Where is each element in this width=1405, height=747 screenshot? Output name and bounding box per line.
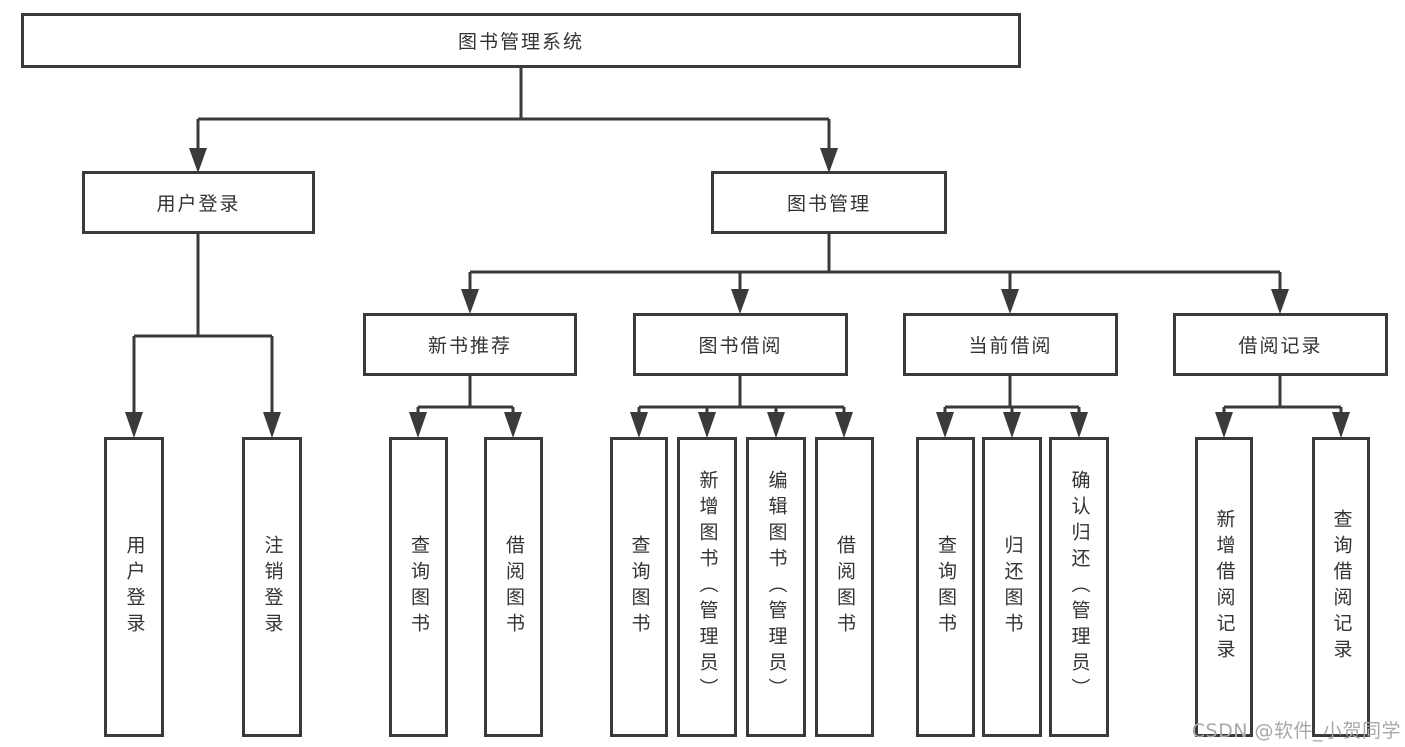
node-user-login: 用户登录: [82, 171, 315, 234]
leaf-user-login: 用户登录: [104, 437, 164, 737]
node-book-borrowing: 图书借阅: [633, 313, 848, 376]
leaf-label: 查询图书: [408, 535, 430, 639]
arrowhead: [698, 412, 716, 438]
node-new-book-recommendation: 新书推荐: [363, 313, 577, 376]
leaf-logout: 注销登录: [242, 437, 302, 737]
leaf-label: 用户登录: [123, 535, 146, 639]
arrowhead: [263, 412, 281, 438]
node-borrowing-records: 借阅记录: [1173, 313, 1388, 376]
leaf-borrow-books-2: 借阅图书: [815, 437, 874, 737]
connector-root-to-level2: [196, 68, 831, 150]
connector-currentborrow-to-leaves: [943, 376, 1081, 414]
connector-bookborrow-to-leaves: [637, 376, 846, 414]
leaf-label: 编辑图书（管理员）: [765, 470, 788, 704]
leaf-label: 借阅图书: [503, 535, 525, 639]
leaf-confirm-return-admin: 确认归还（管理员）: [1049, 437, 1109, 737]
arrowhead: [125, 412, 143, 438]
leaf-add-borrow-record: 新增借阅记录: [1195, 437, 1253, 737]
leaf-label: 查询图书: [628, 535, 651, 639]
connector-userlogin-to-leaves: [132, 234, 274, 414]
connector-bookmgmt-to-level3: [468, 234, 1282, 291]
leaf-label: 借阅图书: [834, 535, 856, 639]
arrowhead: [1215, 412, 1233, 438]
leaf-label: 确认归还（管理员）: [1068, 470, 1091, 704]
leaf-edit-book-admin: 编辑图书（管理员）: [746, 437, 806, 737]
arrowhead: [1070, 412, 1088, 438]
node-book-management: 图书管理: [711, 171, 947, 234]
leaf-add-book-admin: 新增图书（管理员）: [677, 437, 737, 737]
arrowhead: [731, 289, 749, 314]
arrowhead: [1003, 412, 1021, 438]
leaf-query-borrow-record: 查询借阅记录: [1312, 437, 1370, 737]
arrowhead: [820, 148, 838, 173]
node-current-borrowing: 当前借阅: [903, 313, 1118, 376]
arrowhead: [767, 412, 785, 438]
arrowhead: [1332, 412, 1350, 438]
arrowhead: [461, 289, 479, 314]
arrowhead: [409, 412, 427, 438]
leaf-return-book: 归还图书: [982, 437, 1042, 737]
arrowhead: [835, 412, 853, 438]
node-root: 图书管理系统: [21, 13, 1021, 68]
leaf-label: 注销登录: [261, 535, 284, 639]
arrowhead: [630, 412, 648, 438]
leaf-borrow-books-1: 借阅图书: [484, 437, 543, 737]
leaf-label: 新增借阅记录: [1213, 509, 1236, 665]
csdn-watermark: CSDN @软件_小贺同学: [1191, 720, 1401, 742]
arrowhead: [504, 412, 522, 438]
arrowhead: [1001, 289, 1019, 314]
leaf-query-books-2: 查询图书: [610, 437, 668, 737]
leaf-query-books-1: 查询图书: [389, 437, 448, 737]
leaf-label: 查询图书: [935, 535, 957, 639]
arrowhead: [1271, 289, 1289, 314]
leaf-query-books-3: 查询图书: [916, 437, 975, 737]
leaf-label: 查询借阅记录: [1330, 509, 1353, 665]
arrowhead: [189, 148, 207, 173]
connector-newbook-to-leaves: [416, 376, 515, 414]
leaf-label: 新增图书（管理员）: [696, 470, 719, 704]
connector-records-to-leaves: [1222, 376, 1343, 414]
leaf-label: 归还图书: [1001, 535, 1024, 639]
arrowhead: [936, 412, 954, 438]
